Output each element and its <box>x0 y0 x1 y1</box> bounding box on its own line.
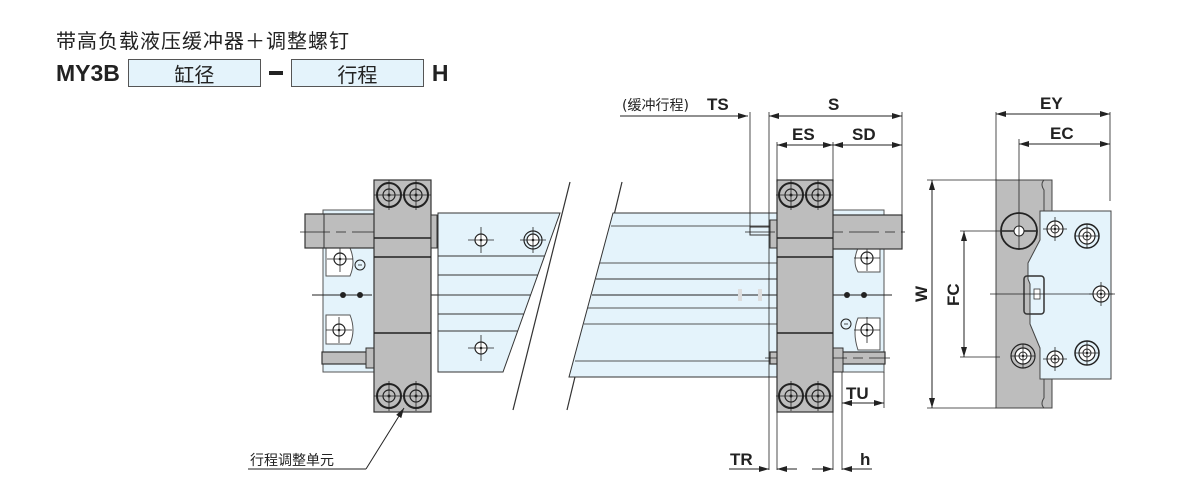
left-stroke-adjust-unit <box>373 179 438 413</box>
ts-note-label: (缓冲行程) <box>622 98 689 114</box>
bore-size-field: 缸径 <box>127 59 261 87</box>
dim-tr: TR <box>730 450 753 469</box>
dim-fc: FC <box>944 283 963 306</box>
top-dimensions <box>620 112 903 470</box>
dim-es: ES <box>792 125 815 144</box>
cylinder-body-right <box>568 212 781 378</box>
dim-h: h <box>860 450 870 469</box>
dim-w: W <box>912 285 931 302</box>
dim-ec: EC <box>1050 124 1074 143</box>
stroke-adjust-unit-label: 行程调整单元 <box>250 453 334 469</box>
dim-tu: TU <box>846 384 869 403</box>
side-view <box>990 139 1115 409</box>
diagram-title: 带高负载液压缓冲器＋调整螺钉 <box>56 29 350 53</box>
dim-sd: SD <box>852 125 876 144</box>
model-prefix: MY3B <box>56 59 120 86</box>
stroke-adjust-unit-callout <box>248 407 405 470</box>
dim-ts: TS <box>707 95 729 114</box>
stroke-field: 行程 <box>290 59 424 87</box>
separator-dash <box>268 71 283 75</box>
side-view-dimensions <box>927 111 1111 409</box>
model-suffix: H <box>431 59 449 86</box>
model-code-row: MY3B 缸径 行程 H <box>56 58 449 88</box>
bottom-dimensions <box>729 372 885 472</box>
break-line-left <box>512 181 571 411</box>
cylinder-body-left <box>437 212 561 373</box>
dim-ey: EY <box>1040 94 1063 113</box>
dim-s: S <box>828 95 839 114</box>
right-stroke-adjust-unit <box>775 179 834 413</box>
